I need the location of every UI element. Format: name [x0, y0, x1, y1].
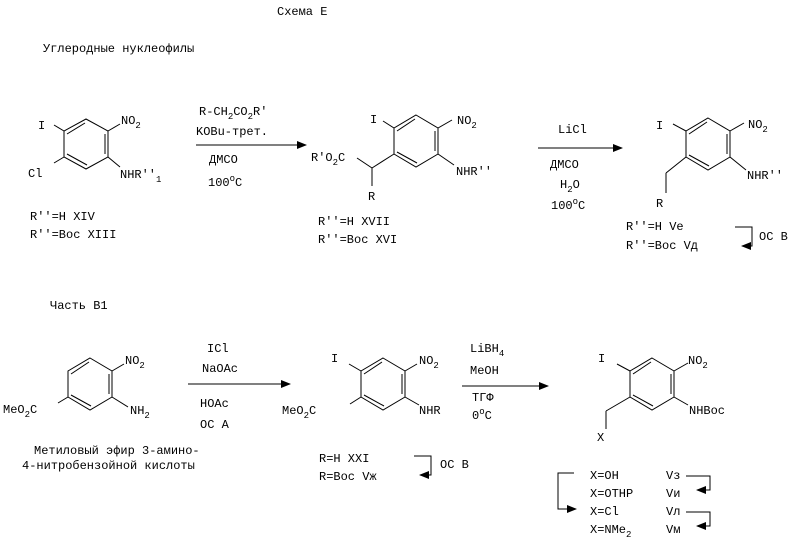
compound-label-XXI: R=H XXI — [319, 452, 369, 466]
reaction-arrow-2: LiCl ДМСО H2O 100oC — [538, 123, 622, 213]
compound-caption-line2: 4-нитробензойной кислоты — [22, 459, 195, 473]
list-item-x: X=OH — [590, 469, 619, 483]
reagent-icl: ICl — [207, 342, 229, 356]
benzene-ring — [361, 358, 405, 410]
conversion-loop-arrow — [414, 456, 431, 475]
reagent-naoac: NaOAc — [202, 362, 238, 376]
nitro-group: NO2 — [125, 354, 145, 371]
reaction-arrow-1: R-CH2CO2R' KOBu-трет. ДМСО 100oC — [196, 105, 306, 190]
reagent-base: KOBu-трет. — [196, 125, 268, 139]
section2-heading: Часть В1 — [50, 299, 108, 313]
molecule-XXI-Vzh: I NO2 NHR MeO2C R=H XXI R=Boc Vж ОС В — [282, 352, 469, 484]
list-item-x: X=OTHP — [590, 487, 633, 501]
r-substituent: R — [368, 190, 375, 204]
benzene-ring — [686, 118, 730, 170]
iodo-label: I — [598, 352, 605, 366]
benzene-ring — [394, 115, 438, 167]
ester-group: MeO2C — [282, 404, 316, 421]
ester-group: MeO2C — [3, 403, 37, 420]
section1-heading: Углеродные нуклеофилы — [43, 42, 194, 56]
condition-water: H2O — [560, 178, 580, 195]
benzene-ring — [64, 119, 108, 169]
list-item-code: Vз — [666, 469, 680, 483]
list-item-code: Vм — [666, 523, 680, 537]
reaction-arrow-4: LiBH4 MeOH ТГФ 0oC — [462, 342, 548, 423]
nitro-group: NO2 — [457, 114, 477, 131]
nitro-group: NO2 — [748, 118, 768, 135]
amine-group: NHR'' — [456, 165, 492, 179]
amine-group: NH2 — [130, 404, 150, 421]
iodo-label: I — [370, 113, 377, 127]
reaction-arrow-3: ICl NaOAc HOAc ОС А — [188, 342, 290, 432]
amine-group: NHBoc — [689, 404, 725, 418]
list-item-x: X=NMe2 — [590, 523, 631, 537]
conversion-arrow-OH-OTHP — [686, 476, 710, 490]
compound-label-XIV: R''=H XIV — [30, 210, 96, 224]
molecule-Ve-Vd: I NO2 NHR'' R R''=H Ve R''=Boc Vд ОС В — [626, 118, 788, 253]
loop-label: ОС В — [759, 230, 788, 244]
nitro-group: NO2 — [121, 114, 141, 131]
compound-label-Ve: R''=H Ve — [626, 220, 684, 234]
condition-temperature: 0oC — [472, 407, 492, 423]
reagent-ester: R-CH2CO2R' — [199, 105, 267, 122]
molecule-XIV-XIII: I Cl NO2 NHR''1 R''=H XIV R''=Boc XIII — [28, 114, 161, 242]
reagent-meoh: MeOH — [470, 364, 499, 378]
conversion-arrow-OH-Cl — [558, 473, 576, 509]
condition-solvent: ДМСО — [209, 153, 238, 167]
molecule-methyl-3-amino-4-nitrobenzoate: NO2 NH2 MeO2C Метиловый эфир 3-амино- 4-… — [3, 354, 200, 473]
condition-temperature: 100oC — [551, 197, 585, 213]
compound-caption-line1: Метиловый эфир 3-амино- — [34, 444, 200, 458]
amine-group: NHR'' — [747, 169, 783, 183]
condition-solvent: ДМСО — [550, 158, 579, 172]
iodo-label: I — [38, 119, 45, 133]
x-substituent: X — [597, 431, 604, 445]
benzene-ring — [68, 358, 112, 410]
conversion-arrow-Cl-NMe2 — [686, 512, 710, 526]
list-item-code: Vи — [666, 487, 680, 501]
compound-label-XVI: R''=Boc XVI — [318, 233, 397, 247]
list-item-x: X=Cl — [590, 505, 619, 519]
ester-group: R'O2C — [311, 151, 345, 168]
benzene-ring — [630, 358, 674, 410]
loop-label: ОС В — [440, 458, 469, 472]
chloro-label: Cl — [28, 167, 42, 181]
compound-label-Vd: R''=Boc Vд — [626, 239, 698, 253]
reagent-licl: LiCl — [558, 123, 587, 137]
r-substituent: R — [656, 197, 663, 211]
nitro-group: NO2 — [688, 354, 708, 371]
compound-label-XIII: R''=Boc XIII — [30, 228, 116, 242]
compound-label-Vzh: R=Boc Vж — [319, 470, 377, 484]
amine-group: NHR — [419, 404, 441, 418]
condition-solvent: ТГФ — [472, 391, 494, 405]
iodo-label: I — [656, 119, 663, 133]
condition-ref: ОС А — [200, 418, 230, 432]
nitro-group: NO2 — [419, 354, 439, 371]
list-item-code: Vл — [666, 505, 680, 519]
iodo-label: I — [331, 352, 338, 366]
molecule-XVII-XVI: I NO2 NHR'' R'O2C R R''=H XVII R''=Boc X… — [311, 113, 492, 247]
amine-group: NHR''1 — [120, 168, 161, 185]
condition-solvent: HOAc — [200, 397, 229, 411]
condition-temperature: 100oC — [208, 174, 242, 190]
reagent-libh4: LiBH4 — [470, 342, 504, 359]
conversion-loop-arrow — [735, 227, 752, 246]
compound-label-XVII: R''=H XVII — [318, 215, 390, 229]
derivative-list: X=OH Vз X=OTHP Vи X=Cl Vл X=NMe2 Vм — [590, 469, 680, 537]
molecule-V-series: I NO2 NHBoc X X=OH Vз X=OTHP Vи X=Cl Vл … — [558, 352, 725, 537]
scheme-title: Схема Е — [277, 5, 327, 19]
